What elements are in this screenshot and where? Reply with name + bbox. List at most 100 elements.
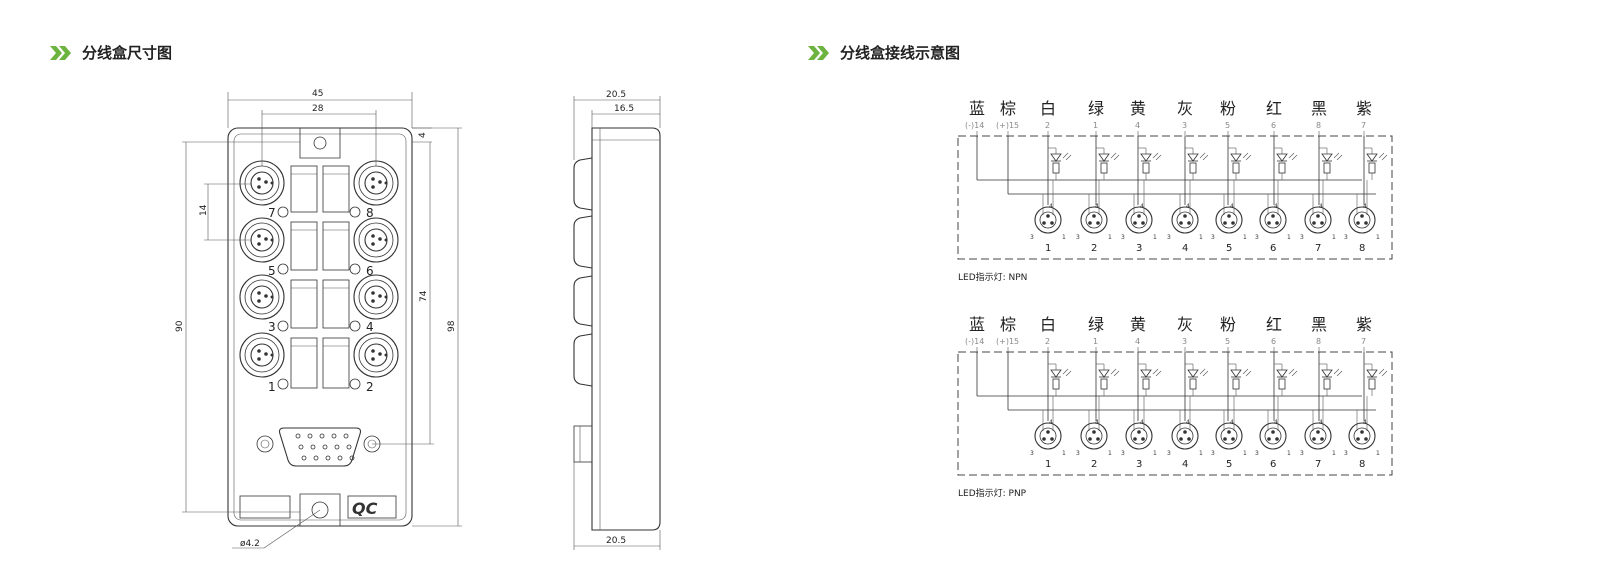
svg-text:4: 4	[1363, 203, 1367, 210]
resistor-icon	[1323, 162, 1331, 174]
logo-plate	[347, 495, 397, 519]
resistor-icon	[1232, 378, 1240, 390]
wire-color-label: 蓝	[969, 99, 985, 118]
svg-text:4: 4	[1274, 419, 1278, 426]
port-label: 8	[366, 206, 374, 220]
port-number: 5	[1226, 459, 1232, 470]
led-indicator	[349, 378, 361, 390]
led-icon	[1230, 369, 1242, 378]
dsub-connector	[278, 427, 362, 467]
dim-top-offset: 4	[418, 132, 428, 138]
dim-port-span: 74	[419, 290, 429, 302]
port-number: 3	[1136, 243, 1142, 254]
m8-port	[353, 160, 399, 206]
dim-hole: ø4.2	[240, 539, 260, 549]
label-window	[322, 337, 350, 389]
bottom-tab	[299, 493, 341, 526]
svg-text:4: 4	[1095, 203, 1099, 210]
dsub-pin	[325, 455, 331, 461]
wire-color-label: 棕	[1000, 99, 1016, 118]
dsub-pin	[319, 433, 325, 439]
svg-text:1: 1	[1332, 234, 1336, 241]
port-number: 6	[1270, 459, 1276, 470]
port-number: 1	[1045, 459, 1051, 470]
led-indicator	[349, 320, 361, 332]
resistor-icon	[1052, 378, 1060, 390]
label-window	[322, 165, 350, 213]
led-icon	[1230, 153, 1242, 162]
svg-text:1: 1	[1376, 234, 1380, 241]
port-number: 7	[1315, 459, 1321, 470]
port-label: 6	[366, 264, 374, 278]
resistor-icon	[1189, 378, 1197, 390]
signal-pin-label: 8	[1316, 337, 1321, 346]
svg-text:3: 3	[1076, 450, 1080, 457]
front-view-drawing: 7 8 5 6 3 4 1 2 QC 45 28 4 14	[175, 89, 462, 549]
svg-text:3: 3	[1255, 234, 1259, 241]
svg-text:3: 3	[1255, 450, 1259, 457]
wire-color-label: 黑	[1311, 315, 1327, 334]
wire-color-label: 粉	[1220, 315, 1236, 334]
svg-text:1: 1	[1062, 450, 1066, 457]
svg-text:1: 1	[1243, 450, 1247, 457]
junction-box-boundary	[957, 135, 1393, 260]
resistor-icon	[1278, 162, 1286, 174]
dsub-pin	[346, 444, 352, 450]
led-type-caption: LED指示灯: PNP	[958, 487, 1027, 499]
resistor-icon	[1189, 162, 1197, 174]
svg-text:1: 1	[1108, 450, 1112, 457]
port-label: 4	[366, 320, 374, 334]
double-chevron-icon	[808, 45, 830, 60]
side-port	[573, 275, 593, 327]
port-number: 5	[1226, 243, 1232, 254]
dim-port-spacing: 28	[312, 104, 324, 114]
led-icon	[1098, 369, 1110, 378]
svg-text:3: 3	[1300, 234, 1304, 241]
dim-height-inner: 90	[175, 320, 185, 332]
side-port	[573, 157, 593, 211]
svg-text:1: 1	[1199, 234, 1203, 241]
label-window	[290, 337, 318, 389]
led-icon	[1098, 153, 1110, 162]
svg-text:1: 1	[1332, 450, 1336, 457]
dsub-pin	[298, 444, 304, 450]
resistor-icon	[1052, 162, 1060, 174]
junction-box-boundary	[957, 351, 1393, 476]
wire-color-label: 绿	[1088, 315, 1104, 334]
m8-connector-icon	[1171, 422, 1199, 450]
svg-text:3: 3	[1167, 450, 1171, 457]
svg-text:3: 3	[1211, 450, 1215, 457]
dsub-pin	[334, 444, 340, 450]
signal-pin-label: 7	[1361, 337, 1366, 346]
dsub-pin	[295, 433, 301, 439]
m8-port	[239, 160, 285, 206]
signal-pin-label: 5	[1225, 121, 1230, 130]
svg-text:1: 1	[1287, 234, 1291, 241]
dim-side-bottom: 20.5	[606, 536, 626, 546]
led-indicator	[349, 263, 361, 275]
m8-connector-icon	[1259, 422, 1287, 450]
svg-text:4: 4	[1049, 203, 1053, 210]
section-header-wiring: 分线盒接线示意图	[808, 42, 960, 63]
dim-width: 45	[312, 89, 323, 99]
svg-text:3: 3	[1076, 234, 1080, 241]
label-window	[322, 279, 350, 329]
led-icon	[1140, 153, 1152, 162]
svg-text:4: 4	[1319, 203, 1323, 210]
dsub-pin	[322, 444, 328, 450]
led-icon	[1050, 153, 1062, 162]
wire-color-label: 蓝	[969, 315, 985, 334]
svg-text:4: 4	[1230, 419, 1234, 426]
m8-connector-icon	[1215, 422, 1243, 450]
section-title-wiring: 分线盒接线示意图	[840, 44, 961, 62]
